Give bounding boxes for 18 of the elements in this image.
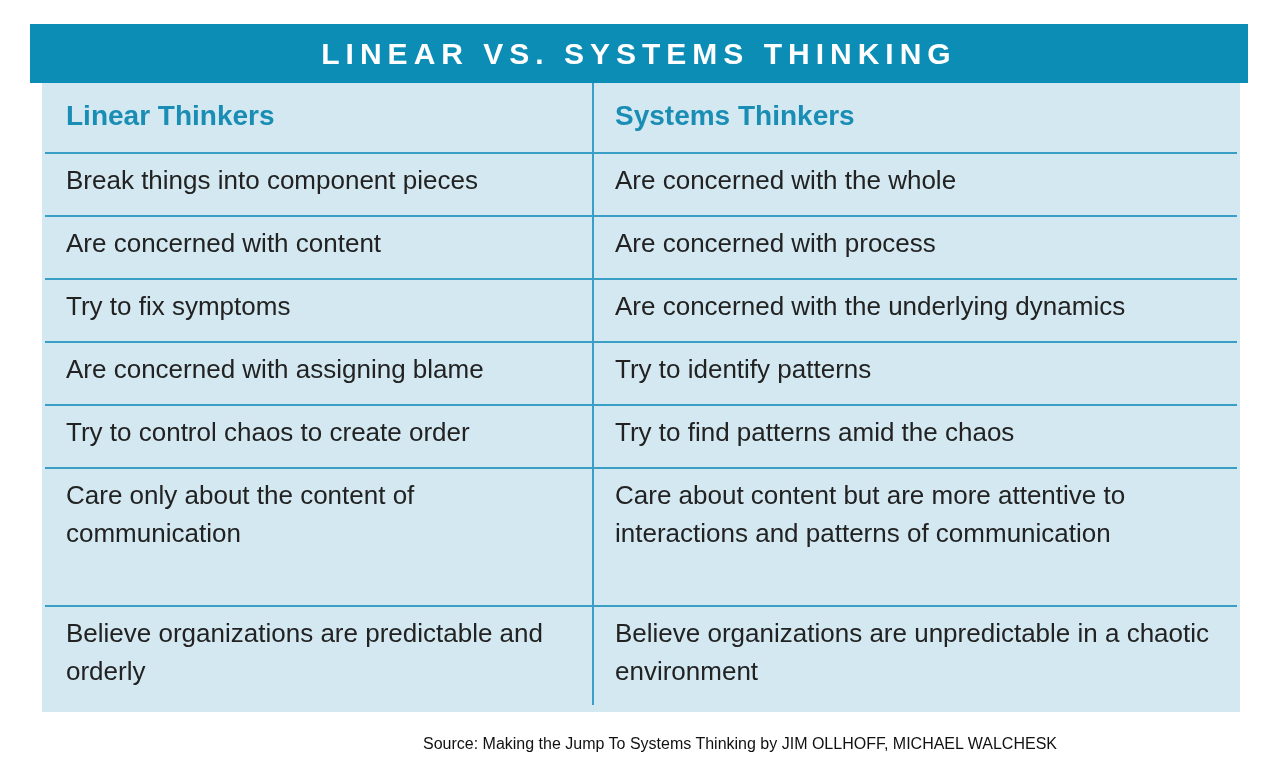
table-cell-text: Try to fix symptoms [66,290,292,323]
table-cell-text: Believe organizations are predictable and orderly [66,617,544,688]
table-cell-text: Believe organizations are unpredictable in a chaotic environment [615,617,1211,688]
table-cell-text: Care about content but are more attentive to interactions and patterns of communication [615,479,1127,550]
table-cell-text: Are concerned with assigning blame [66,353,485,386]
column-header: Linear Thinkers [66,99,276,133]
table-cell-text: Are concerned with process [615,227,937,260]
table-cell-text: Try to control chaos to create order [66,416,471,449]
table-cell-text: Care only about the content of communication [66,479,416,550]
column-header: Systems Thinkers [615,99,856,133]
table-cell-text: Try to find patterns amid the chaos [615,416,1016,449]
table-cell-text: Are concerned with content [66,227,383,260]
table-cell-text: Are concerned with the underlying dynamics [615,290,1127,323]
title: LINEAR VS. SYSTEMS THINKING [321,36,957,71]
source-caption: Source: Making the Jump To Systems Thinking by JIM OLLHOFF, MICHAEL WALCHESK [423,734,1058,753]
table-cell-text: Try to identify patterns [615,353,873,386]
table-cell-text: Break things into component pieces [66,164,479,197]
table-cell-text: Are concerned with the whole [615,164,958,197]
